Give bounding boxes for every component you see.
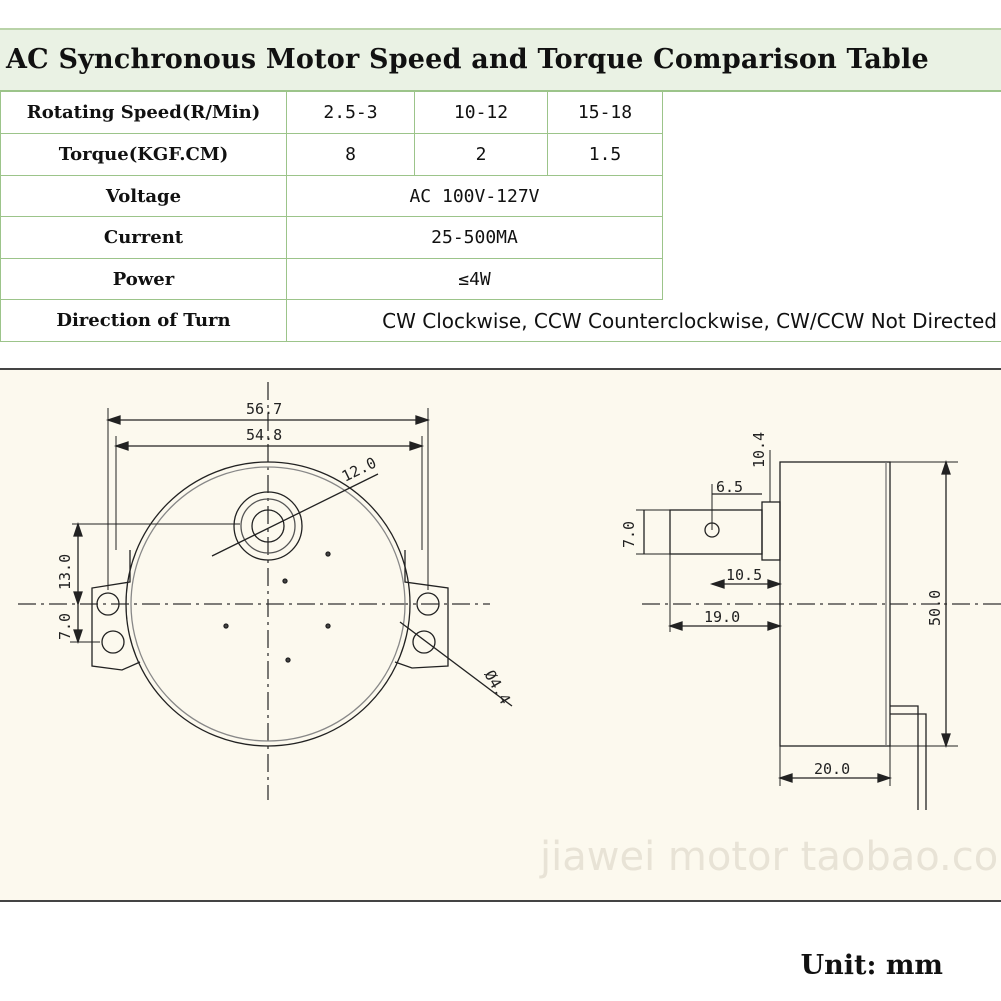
dim-hole-spacing: 7.0: [56, 613, 74, 640]
voltage-value: AC 100V-127V: [287, 176, 663, 217]
direction-value: CW Clockwise, CCW Counterclockwise, CW/C…: [287, 300, 1001, 342]
speed-label: Rotating Speed(R/Min): [0, 92, 287, 134]
shaft: [251, 509, 285, 543]
mount-hole-right-bottom: [412, 630, 436, 654]
dim-arrows-13: [73, 521, 83, 645]
dim-flat: 10.4: [750, 432, 768, 468]
side-view: [636, 450, 1001, 810]
watermark: jiawei motor taobao.com: [539, 834, 1001, 880]
motor-body-inner: [130, 466, 406, 742]
hole-leader: [399, 621, 513, 707]
unit-label: Unit: mm: [800, 950, 943, 981]
dot-1: [325, 551, 331, 557]
shaft-boss-outer: [233, 491, 303, 561]
speed-value-1: 2.5-3: [287, 92, 415, 134]
direction-label: Direction of Turn: [0, 300, 287, 342]
shaft-boss-inner: [240, 498, 296, 554]
mounting-flange: [91, 550, 449, 671]
dot-3: [223, 623, 229, 629]
front-view: [18, 382, 513, 800]
dim-total-shaft: 19.0: [704, 608, 740, 626]
drawing-svg: 56.7 54.8 12.0 13.0 7.0 Ø4.4 10.4 6.5 7.…: [18, 382, 1001, 880]
torque-value-1: 8: [287, 134, 415, 176]
voltage-label: Voltage: [0, 176, 287, 217]
dim-shaft-length: 10.5: [726, 566, 762, 584]
dim-arrows-50: [941, 459, 951, 749]
dim-arrows-20: [777, 773, 893, 783]
current-value: 25-500MA: [287, 217, 663, 259]
dim-body-width: 54.8: [246, 426, 282, 444]
dim-mount-height: 13.0: [56, 554, 74, 590]
torque-value-3: 1.5: [548, 134, 663, 176]
mount-hole-left-top: [96, 592, 120, 616]
dim-shaft: 12.0: [339, 454, 379, 486]
side-boss: [761, 501, 781, 561]
speed-value-2: 10-12: [415, 92, 548, 134]
dim-depth: 20.0: [814, 760, 850, 778]
dot-2: [282, 578, 288, 584]
table-title-row: AC Synchronous Motor Speed and Torque Co…: [0, 28, 1001, 92]
side-shaft: [669, 509, 763, 555]
side-body: [779, 461, 891, 747]
speed-value-3: 15-18: [548, 92, 663, 134]
mount-hole-left-bottom: [101, 630, 125, 654]
dim-hole-diameter: Ø4.4: [481, 667, 515, 707]
motor-body-outline: [125, 461, 411, 747]
dim-arrows-56: [105, 415, 431, 425]
dim-shaft-height: 7.0: [620, 521, 638, 548]
power-value: ≤4W: [287, 259, 663, 300]
dim-arrows-19: [667, 621, 783, 631]
dim-shaft-flat: 6.5: [716, 478, 743, 496]
mount-hole-right-top: [416, 592, 440, 616]
current-label: Current: [0, 217, 287, 259]
lead-wires: [890, 705, 927, 810]
dim-diameter: 50.0: [926, 590, 944, 626]
dim-arrows-10-5: [709, 579, 783, 589]
shaft-leader: [211, 473, 379, 557]
dot-4: [325, 623, 331, 629]
torque-value-2: 2: [415, 134, 548, 176]
dot-5: [285, 657, 291, 663]
dim-arrows-54: [113, 441, 425, 451]
power-label: Power: [0, 259, 287, 300]
torque-label: Torque(KGF.CM): [0, 134, 287, 176]
technical-drawing: 56.7 54.8 12.0 13.0 7.0 Ø4.4 10.4 6.5 7.…: [0, 368, 1001, 902]
dim-overall-width: 56.7: [246, 400, 282, 418]
spec-table: AC Synchronous Motor Speed and Torque Co…: [0, 28, 1001, 344]
table-title: AC Synchronous Motor Speed and Torque Co…: [6, 44, 929, 75]
